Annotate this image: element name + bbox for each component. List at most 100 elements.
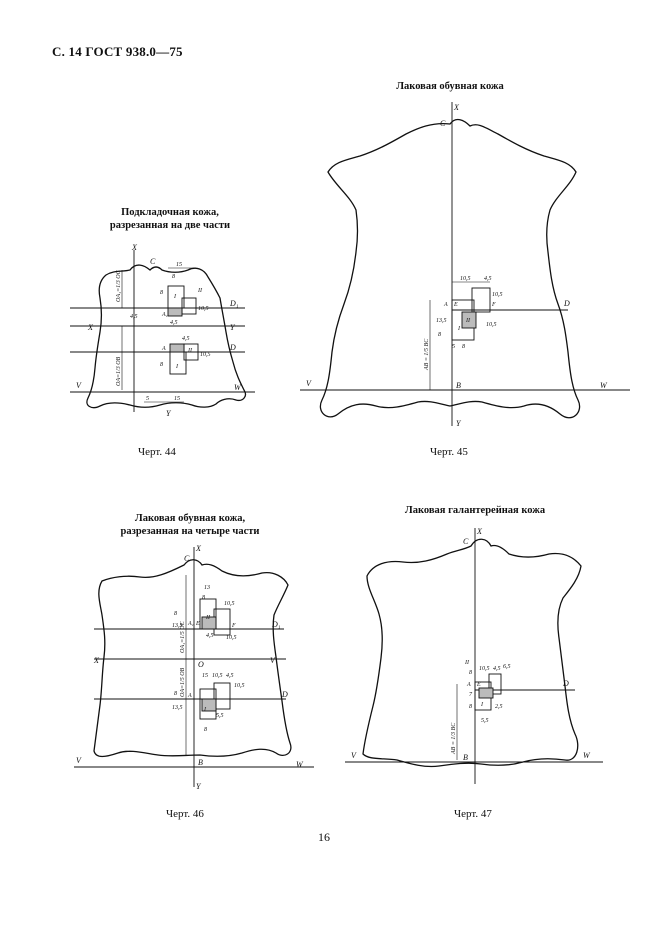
figure-47-caption: Черт. 47 [454, 808, 492, 820]
figure-45-caption: Черт. 45 [430, 446, 468, 458]
figure-46-label-o: O [198, 660, 204, 669]
figure-45-label-v: V [306, 379, 312, 388]
figure-46-caption: Черт. 46 [166, 808, 204, 820]
figure-45-label-c: C [440, 119, 446, 128]
figure-46-cut-upper-hatch [201, 616, 217, 630]
figure-47-drawing: X C D V W B A E II I 10,5 4,5 6,5 8 7 8 … [345, 527, 603, 784]
figure-46-formula-a1: OA₁=1/5 OC [180, 620, 186, 653]
figure-45-cut-hatch [461, 311, 477, 329]
page-header: С. 14 ГОСТ 938.0—75 [52, 44, 183, 59]
figure-45-dim-135: 13,5 [436, 318, 447, 324]
figure-45-dim-45: 4,5 [484, 275, 492, 282]
figure-45-title-line-1: Лаковая обувная кожа [396, 81, 504, 92]
figure-46-dim-135-a: 13,5 [172, 623, 183, 629]
figure-47-dim-25: 2,5 [495, 704, 503, 710]
figure-44-label-x-left: X [87, 323, 94, 332]
figure-46-dim-13: 13 [204, 585, 210, 591]
figure-44-dim-5-bottom: 5 [146, 396, 149, 402]
figure-44-hide-outline [86, 264, 247, 409]
figure-44-drawing: X C D₁ X Y D V W Y A₁ A II I I II 15 8 8… [70, 243, 255, 418]
figure-44-cut-upper-2 [181, 297, 197, 315]
figure-44-label-y-bottom: Y [166, 409, 172, 418]
figure-46-label-x-left: X [93, 656, 100, 665]
figure-44-title: Подкладочная кожа, разрезанная на две ча… [95, 206, 245, 232]
figure-47-label-v: V [351, 751, 357, 760]
figure-46-label-roman-2: II [205, 615, 211, 621]
figure-46-title-line-2: разрезанная на четыре части [120, 526, 260, 538]
figure-46-label-v: V [76, 756, 82, 765]
figure-46-label-a: A [187, 693, 192, 699]
figure-46-dim-15: 15 [202, 673, 208, 679]
figure-46-hide-outline [93, 559, 292, 758]
figure-46-dim-135-b: 13,5 [172, 705, 183, 711]
figure-45-label-y: Y [456, 419, 462, 428]
figure-46-label-b: B [198, 758, 203, 767]
figure-46-title: Лаковая обувная кожа, разрезанная на чет… [105, 512, 275, 538]
figure-47-label-w: W [583, 751, 591, 760]
figure-45-dim-8-l: 8 [438, 332, 441, 338]
figure-44-caption: Черт. 44 [138, 446, 176, 458]
figure-47-label-x: X [476, 527, 483, 536]
figure-46-title-line-1: Лаковая обувная кожа, [134, 513, 246, 524]
figure-45-label-d: D [563, 299, 570, 308]
figure-46-label-a1: A₁ [187, 621, 194, 627]
figure-45-dim-5: 5 [452, 344, 455, 350]
figure-44-label-d1: D₁ [229, 299, 239, 308]
figure-44-label-roman-1b: I [175, 364, 179, 370]
figure-44-cut-lower-hatch [169, 343, 185, 353]
figure-44-label-roman-2b: II [187, 348, 193, 354]
figure-46-label-f: F [231, 623, 236, 629]
figure-45-dim-8-b: 8 [462, 344, 465, 350]
figure-44-title-line-2: разрезанная на две части [109, 220, 231, 232]
figure-44-dim-45-b: 4,5 [170, 319, 178, 326]
figure-45-drawing: X C D V W Y B A E F II I 10,5 4,5 10,5 1… [300, 102, 630, 428]
figure-46-dim-8-bottom: 8 [204, 727, 207, 733]
figure-46-cut-lower-2 [213, 682, 231, 710]
figure-45-cut-2 [471, 287, 491, 313]
figure-46-label-d: D [281, 690, 288, 699]
figure-44-label-c: C [150, 257, 156, 266]
page-number: 16 [318, 830, 330, 844]
figure-47-dim-65: 6,5 [503, 664, 511, 670]
figure-47-label-e: E [476, 682, 481, 688]
figure-47-dim-105: 10,5 [479, 666, 490, 672]
figure-44-dim-15-top: 15 [176, 262, 182, 268]
figure-45-label-x: X [453, 103, 460, 112]
figure-45-label-w: W [600, 381, 608, 390]
figure-47-hide-outline [362, 538, 582, 768]
figure-47-label-roman-2: II [464, 660, 470, 666]
figure-45-label-e: E [453, 302, 458, 308]
figure-46-dim-8-l: 8 [174, 611, 177, 617]
figure-44-cut-upper-hatch [167, 307, 183, 317]
figure-45-dim-105-r2: 10,5 [486, 322, 497, 328]
figure-45-label-b: B [456, 381, 461, 390]
figure-47-dim-7: 7 [469, 692, 473, 698]
figure-44-title-line-1: Подкладочная кожа, [121, 207, 219, 218]
figure-44-label-v: V [76, 381, 82, 390]
figure-47-formula: AB = 1/3 BC [451, 722, 457, 755]
figure-47-label-d: D [562, 679, 569, 688]
figure-44-label-x-top: X [131, 243, 138, 252]
figure-44-label-a1: A₁ [161, 312, 168, 318]
figure-47-dim-55: 5,5 [481, 718, 489, 724]
figure-44-label-y-right: Y [230, 323, 236, 332]
figure-47-dim-8a: 8 [469, 670, 472, 676]
figure-44-label-d: D [229, 343, 236, 352]
figure-46-label-w: W [296, 760, 304, 769]
figure-46-label-c: C [184, 554, 190, 563]
figure-46-dim-8-top: 8 [202, 595, 205, 601]
figure-47-dim-45: 4,5 [493, 665, 501, 672]
figure-46-dim-8-l2: 8 [174, 691, 177, 697]
figure-44-dim-8-top: 8 [172, 274, 175, 280]
figure-46-dim-105-a: 10,5 [224, 601, 235, 607]
figure-46-dim-45-b: 4,5 [226, 672, 234, 679]
figure-45-label-a: A [443, 302, 448, 308]
figure-47-dim-8b: 8 [469, 704, 472, 710]
figure-47-title: Лаковая галантерейная кожа [395, 504, 555, 517]
figure-44-formula-top: OA₁=1/3 OC [116, 269, 122, 302]
figure-46-dim-105-b: 10,5 [226, 635, 237, 641]
figure-44-dim-45-c: 4,5 [182, 335, 190, 342]
figure-46-label-e: E [195, 621, 200, 627]
figure-44-dim-8-b: 8 [160, 362, 163, 368]
figure-44-label-roman-1a: I [173, 294, 177, 300]
